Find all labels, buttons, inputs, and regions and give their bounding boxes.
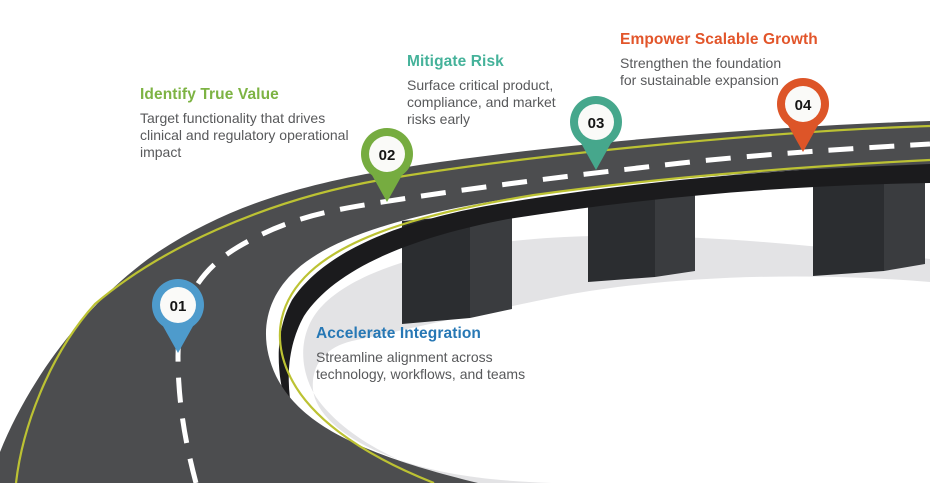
milestone-text-mitigate-risk: Mitigate Risk Surface critical product, … xyxy=(407,53,577,128)
milestone-pin-2: 02 xyxy=(354,124,420,204)
milestone-text-empower-scalable-growth: Empower Scalable Growth Strengthen the f… xyxy=(620,31,835,89)
pillar-side xyxy=(470,209,512,318)
milestone-text-identify-true-value: Identify True Value Target functionality… xyxy=(140,86,350,161)
location-pin-icon: 01 xyxy=(152,279,204,353)
milestone-description: Streamline alignment across technology, … xyxy=(316,349,526,383)
road-edge-line-outer xyxy=(14,124,930,483)
milestone-pin-4: 04 xyxy=(770,74,836,154)
bridge-pillars xyxy=(402,176,925,324)
pillar-front xyxy=(402,215,470,324)
milestone-pin-1: 01 xyxy=(145,275,211,355)
milestone-title: Empower Scalable Growth xyxy=(620,31,818,48)
pin-number: 03 xyxy=(588,115,605,132)
milestone-title: Accelerate Integration xyxy=(316,325,482,342)
location-pin-icon: 02 xyxy=(361,128,413,202)
pin-number: 02 xyxy=(379,147,396,164)
road-edge-line-inner xyxy=(278,158,930,483)
milestone-text-accelerate-integration: Accelerate Integration Streamline alignm… xyxy=(316,325,566,383)
pin-number: 04 xyxy=(795,97,812,114)
road-surface xyxy=(0,121,930,483)
location-pin-icon: 04 xyxy=(777,78,829,152)
road-underside xyxy=(278,163,930,446)
pin-number: 01 xyxy=(170,298,187,315)
milestone-pin-3: 03 xyxy=(563,92,629,172)
location-pin-icon: 03 xyxy=(570,96,622,170)
pillar-front xyxy=(588,194,655,282)
road-center-dashed-line xyxy=(175,141,930,483)
milestone-description: Surface critical product, compliance, an… xyxy=(407,77,556,128)
milestone-title: Identify True Value xyxy=(140,86,279,103)
pillar-side xyxy=(884,176,925,271)
milestone-title: Mitigate Risk xyxy=(407,53,504,70)
milestone-description: Strengthen the foundation for sustainabl… xyxy=(620,55,782,89)
pillar-front xyxy=(813,180,884,276)
pillar-side xyxy=(655,190,695,277)
milestone-description: Target functionality that drives clinica… xyxy=(140,110,349,161)
